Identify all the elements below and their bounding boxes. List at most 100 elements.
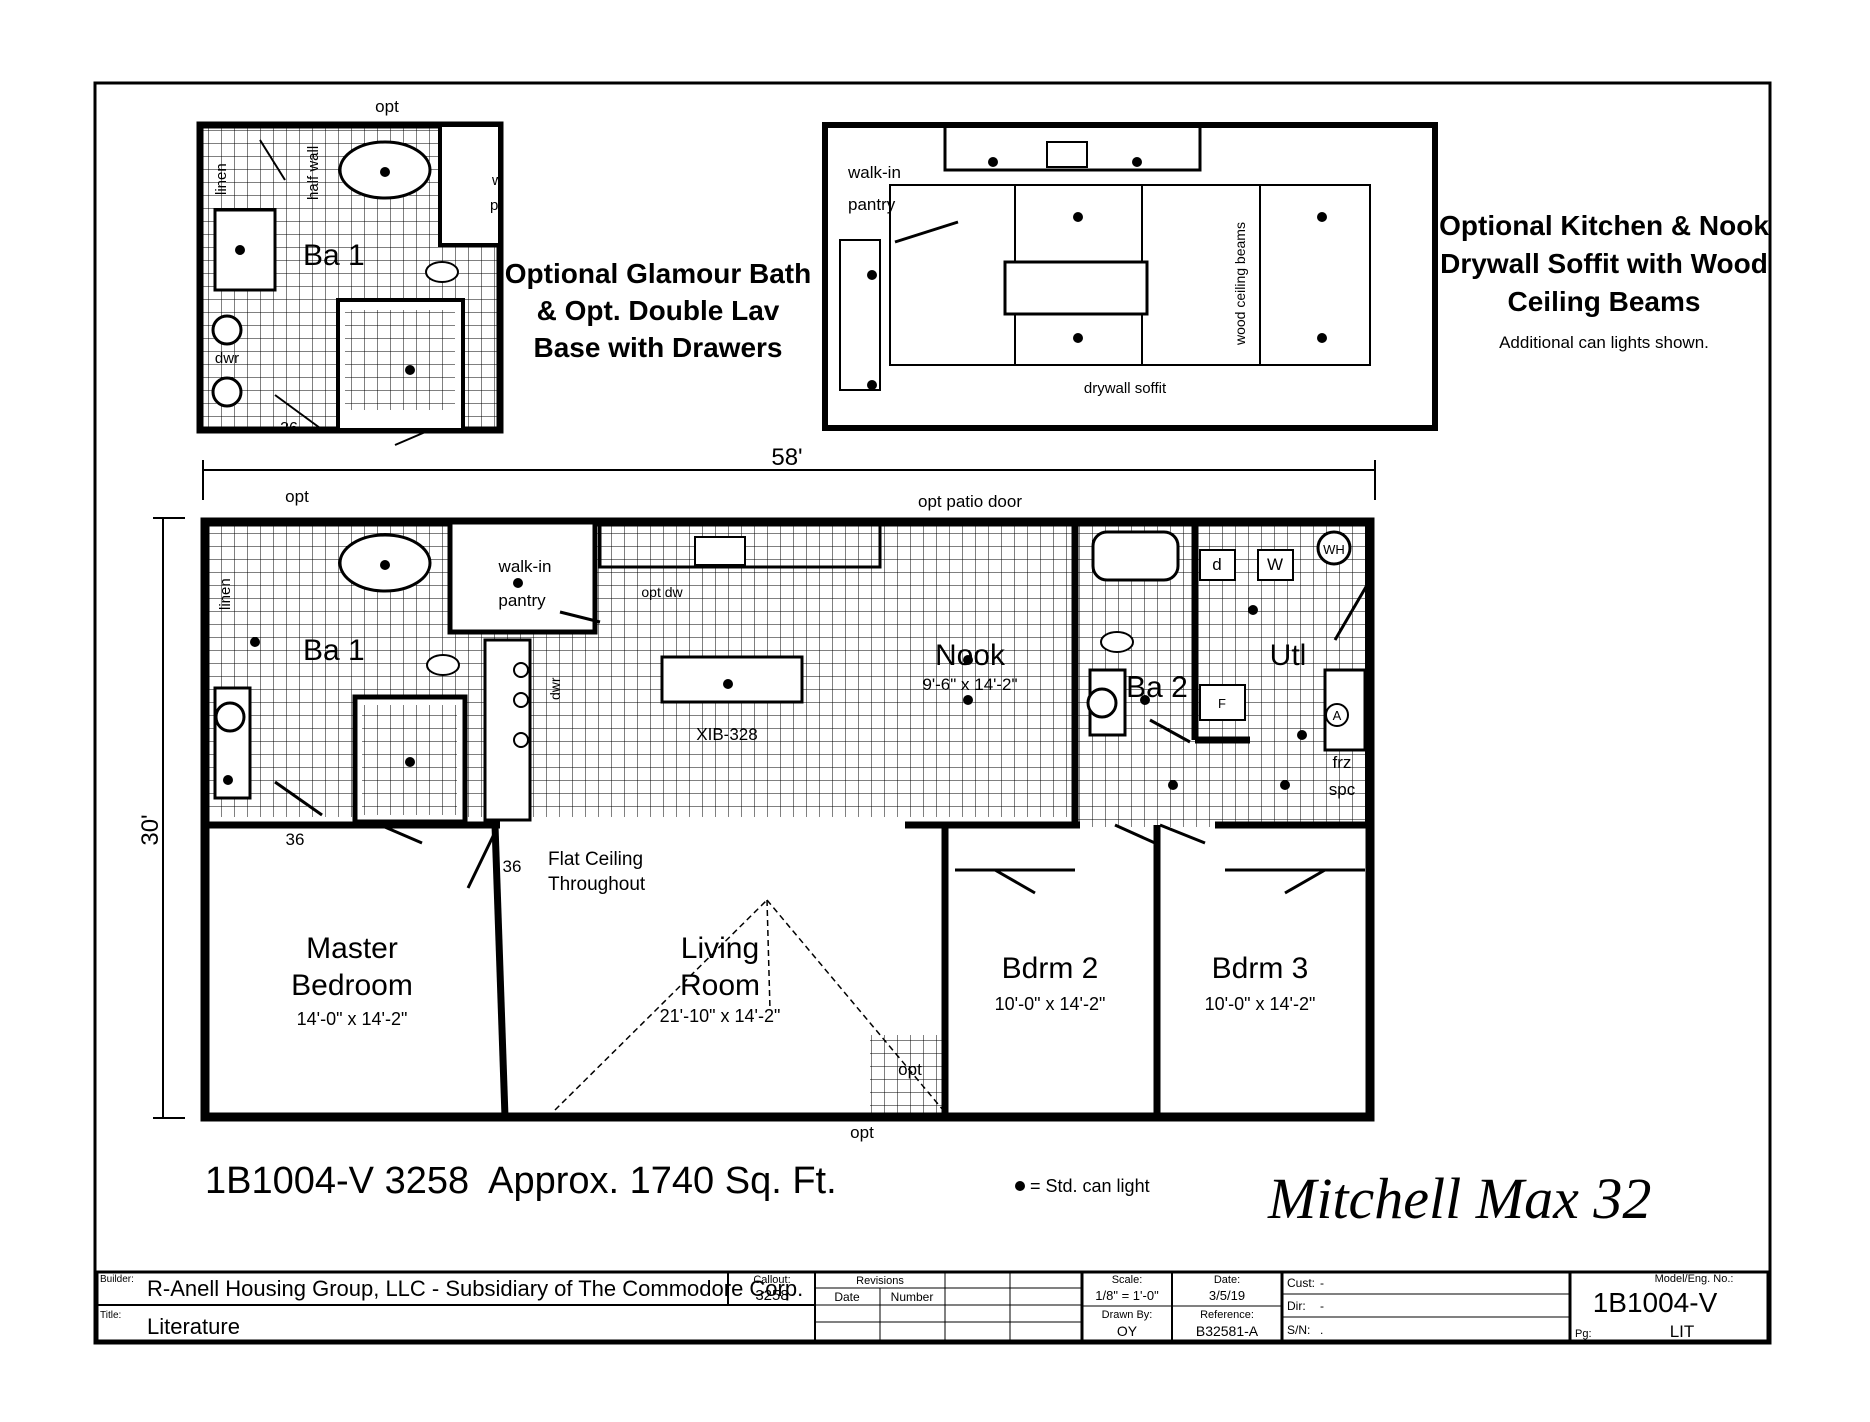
model-eng-value: 1B1004-V [1593, 1287, 1718, 1318]
plan-lav-2 [1086, 687, 1118, 719]
sheet-border [93, 81, 1772, 1345]
plan-flat-ceiling-1: Flat Ceiling [548, 849, 643, 870]
dir-label: Dir: [1287, 1299, 1306, 1313]
date-label: Date: [1214, 1274, 1240, 1286]
callout-label: Callout: [753, 1274, 790, 1286]
scale-label: Scale: [1112, 1274, 1143, 1286]
plan-bdrm3: Bdrm 3 [1212, 952, 1309, 985]
kitchen-inset: walk-in pantry wood ceiling beams drywal… [822, 122, 1769, 431]
kitchen-caption-line-1: Optional Kitchen & Nook [1439, 210, 1769, 241]
cust-value: - [1320, 1276, 1324, 1290]
cust-label: Cust: [1287, 1276, 1315, 1290]
kitchen-inset-beams: wood ceiling beams [1232, 222, 1248, 346]
plan-ba1: Ba 1 [303, 634, 365, 667]
model-eng-label: Model/Eng. No.: [1655, 1273, 1734, 1285]
bath-inset-w-label: w [491, 172, 503, 189]
plan-door-36-a: 36 [286, 830, 305, 849]
page-value: LIT [1670, 1322, 1695, 1341]
revisions-number-col: Number [891, 1290, 934, 1304]
plan-opt-bottom: opt [850, 1123, 874, 1142]
plan-utl: Utl [1270, 639, 1307, 672]
plan-bdrm2-size: 10'-0" x 14'-2" [995, 994, 1106, 1014]
plan-opt-dw: opt dw [641, 584, 683, 600]
bath-caption-line-2: & Opt. Double Lav [537, 295, 780, 326]
plan-dryer: d [1212, 555, 1221, 574]
bath-inset-opt-label: opt [375, 97, 399, 116]
page-label: Pg: [1575, 1328, 1592, 1340]
reference-label: Reference: [1200, 1309, 1254, 1321]
plan-walk-in: walk-in [498, 557, 552, 576]
plan-furnace-a [1325, 703, 1349, 727]
kitchen-caption-line-3: Ceiling Beams [1508, 286, 1701, 317]
bath-caption-line-1: Optional Glamour Bath [505, 258, 811, 289]
drawn-by-value: OY [1117, 1323, 1138, 1339]
sn-label: S/N: [1287, 1323, 1310, 1337]
plan-living-1: Living [681, 932, 759, 965]
revisions-date-col: Date [834, 1290, 860, 1304]
lav-sink-2 [211, 376, 243, 408]
toilet [425, 261, 459, 283]
plan-toilet-1 [426, 654, 460, 676]
plan-ba2-tub [1091, 530, 1180, 582]
plan-island-label: XIB-328 [696, 725, 757, 744]
glamour-bath-inset: opt linen half wall Ba 1 dwr 36 w p Opti… [196, 97, 811, 446]
bath-inset-linen-label: linen [213, 163, 230, 195]
plan-master-size: 14'-0" x 14'-2" [297, 1009, 408, 1029]
sn-value: . [1320, 1323, 1323, 1337]
plan-nook-size: 9'-6" x 14'-2" [922, 675, 1017, 694]
bath-inset-door-36: 36 [280, 420, 298, 437]
plan-ba2: Ba 2 [1126, 671, 1188, 704]
plan-opt-top: opt [285, 487, 309, 506]
title-value: Literature [147, 1314, 240, 1339]
revisions-label: Revisions [856, 1275, 904, 1287]
plan-kitchen-island [660, 655, 804, 704]
main-floor-plan: opt opt patio door linen Ba 1 walk-in pa… [200, 487, 1375, 1142]
builder-name: R-Anell Housing Group, LLC - Subsidiary … [147, 1276, 803, 1301]
plan-water-heater [1316, 530, 1352, 566]
plan-pantry: pantry [498, 591, 546, 610]
plan-door-36-b: 36 [503, 857, 522, 876]
kitchen-caption-line-2: Drywall Soffit with Wood [1440, 248, 1768, 279]
plan-dwr: dwr [547, 677, 563, 700]
plan-flat-ceiling-2: Throughout [548, 874, 646, 895]
kitchen-inset-walk-in: walk-in [847, 163, 901, 182]
plan-living-2: Room [680, 969, 760, 1002]
reference-value: B32581-A [1196, 1323, 1259, 1339]
can-lights [223, 578, 1307, 790]
model-line: 1B1004-V 3258 Approx. 1740 Sq. Ft. [205, 1160, 837, 1202]
plan-living-size: 21'-10" x 14'-2" [660, 1006, 781, 1026]
can-light-legend: = Std. can light [1030, 1176, 1150, 1196]
plan-fridge-label: F [1218, 696, 1226, 711]
dir-value: - [1320, 1299, 1324, 1313]
vault-line-right [766, 899, 944, 1111]
brand-name: Mitchell Max 32 [1267, 1166, 1651, 1231]
plan-bdrm3-size: 10'-0" x 14'-2" [1205, 994, 1316, 1014]
kitchen-inset-soffit: drywall soffit [1084, 380, 1167, 397]
bath-inset-dwr-label: dwr [215, 350, 239, 367]
scale-value: 1/8" = 1'-0" [1095, 1288, 1159, 1303]
lav-sink-1 [211, 314, 243, 346]
bath-inset-room-label: Ba 1 [303, 239, 365, 272]
callout-value: 3258 [755, 1287, 788, 1304]
width-dimension: 58' [771, 444, 802, 471]
plan-linen: linen [217, 578, 234, 610]
kitchen-caption-note: Additional can lights shown. [1499, 333, 1709, 352]
can-light-legend-icon [1015, 1181, 1025, 1191]
plan-opt-entry: opt [898, 1060, 922, 1079]
plan-toilet-2 [1100, 631, 1134, 653]
plan-water-heater-label: WH [1323, 542, 1345, 557]
plan-sink [694, 536, 746, 566]
title-block: Builder: R-Anell Housing Group, LLC - Su… [95, 1270, 1770, 1343]
dimension-lines: 58' 30' [137, 444, 1376, 1119]
plan-washer: W [1267, 555, 1283, 574]
plan-master-2: Bedroom [291, 969, 413, 1002]
depth-dimension: 30' [137, 814, 164, 845]
kitchen-inset-pantry: pantry [848, 195, 896, 214]
bath-inset-half-wall-label: half wall [305, 146, 322, 200]
plan-furnace-label: A [1333, 708, 1342, 723]
plan-lav-1 [214, 701, 246, 733]
bath-inset-p-label: p [490, 197, 498, 214]
drawn-by-label: Drawn By: [1102, 1309, 1153, 1321]
plan-nook: Nook [935, 639, 1006, 672]
